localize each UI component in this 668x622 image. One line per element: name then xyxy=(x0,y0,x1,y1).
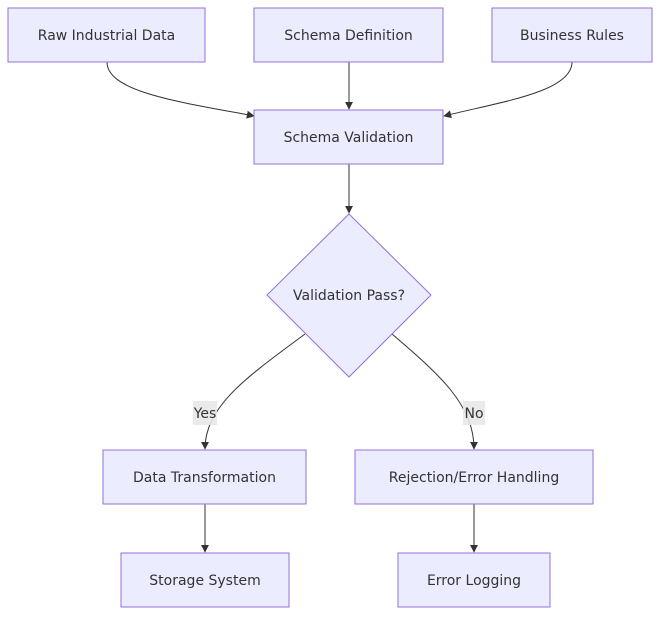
node-error-logging: Error Logging xyxy=(397,552,551,608)
node-data-transformation-label: Data Transformation xyxy=(133,470,276,486)
edges xyxy=(106,61,573,553)
edge-raw-to-validation xyxy=(106,61,255,119)
node-decision-label: Validation Pass? xyxy=(293,288,405,304)
edge-label-no-text: No xyxy=(464,406,483,422)
node-data-transformation: Data Transformation xyxy=(102,449,307,505)
node-storage-system-label: Storage System xyxy=(149,573,260,589)
node-rejection-error-handling: Rejection/Error Handling xyxy=(354,449,594,505)
node-schema-definition: Schema Definition xyxy=(253,7,444,63)
node-rejection-error-handling-label: Rejection/Error Handling xyxy=(389,470,559,486)
edge-rules-to-validation xyxy=(443,61,573,119)
edge-label-no: No xyxy=(463,401,485,425)
node-schema-definition-label: Schema Definition xyxy=(284,28,413,44)
node-error-logging-label: Error Logging xyxy=(427,573,521,589)
node-raw-industrial-data-label: Raw Industrial Data xyxy=(38,28,175,44)
node-business-rules: Business Rules xyxy=(491,7,653,63)
edge-decision-yes xyxy=(201,333,306,450)
node-schema-validation-label: Schema Validation xyxy=(284,130,414,146)
node-raw-industrial-data: Raw Industrial Data xyxy=(7,7,206,63)
node-business-rules-label: Business Rules xyxy=(520,28,624,44)
node-schema-validation: Schema Validation xyxy=(253,109,444,165)
edge-label-yes-text: Yes xyxy=(193,406,217,422)
edge-decision-no xyxy=(391,333,478,450)
node-storage-system: Storage System xyxy=(120,552,290,608)
edge-label-yes: Yes xyxy=(193,401,217,425)
node-decision-validation-pass: Validation Pass? xyxy=(266,213,432,378)
